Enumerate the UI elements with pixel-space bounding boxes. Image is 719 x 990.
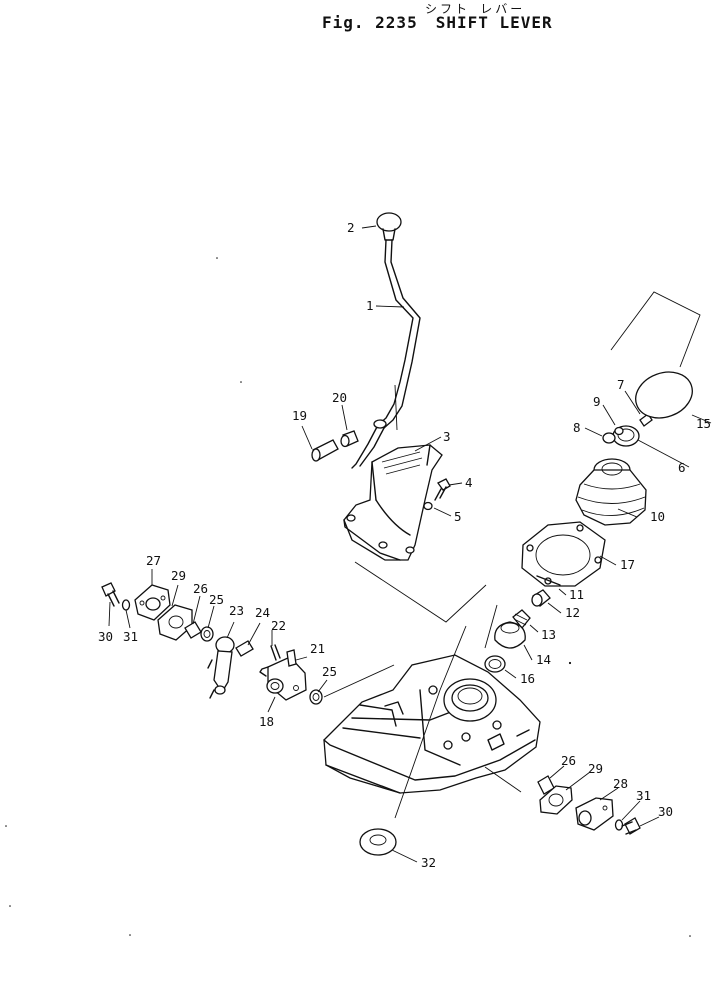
- part-transmission-case: [323, 654, 541, 794]
- callout-15: 15: [696, 416, 711, 431]
- part-screw-7: [639, 413, 653, 427]
- callout-23: 23: [229, 603, 244, 618]
- part-washer-25-left: [200, 626, 214, 642]
- callout-9: 9: [593, 394, 601, 409]
- callout-4: 4: [465, 475, 473, 490]
- callout-24: 24: [255, 605, 270, 620]
- callout-18: 18: [259, 714, 274, 729]
- part-bolt-24: [235, 640, 254, 657]
- callout-11: 11: [569, 587, 584, 602]
- callout-26-right: 26: [561, 753, 576, 768]
- callout-29-left: 29: [171, 568, 186, 583]
- callout-31-right: 31: [636, 788, 651, 803]
- part-screw-21: [286, 649, 297, 667]
- figure-number: Fig. 2235: [322, 13, 418, 32]
- callout-5: 5: [454, 509, 462, 524]
- part-spring-13: [512, 609, 531, 630]
- figure-subtitle-japanese: シフト レバー: [425, 2, 526, 16]
- part-knob: [376, 212, 402, 241]
- part-washer-31-right: [614, 819, 624, 831]
- assembly-lines: [323, 291, 701, 819]
- part-pin-11: [536, 575, 561, 586]
- callout-32: 32: [421, 855, 436, 870]
- callout-12: 12: [565, 605, 580, 620]
- part-lever-housing: [343, 444, 443, 561]
- callout-10: 10: [650, 509, 665, 524]
- callout-1: 1: [366, 298, 374, 313]
- part-shift-lever: [351, 239, 421, 469]
- part-plug-32: [359, 828, 397, 856]
- scan-specks: [5, 257, 691, 937]
- callout-7: 7: [617, 377, 625, 392]
- part-cup-14: [494, 621, 526, 649]
- part-bushing-20: [340, 430, 359, 448]
- callout-17: 17: [620, 557, 635, 572]
- part-boot-10: [575, 458, 647, 526]
- part-lever-arm-23: [207, 636, 235, 699]
- part-washer-25-right: [309, 689, 323, 705]
- part-washer-5: [423, 501, 433, 511]
- callout-3: 3: [443, 429, 451, 444]
- callout-30-left: 30: [98, 629, 113, 644]
- callout-25-right: 25: [322, 664, 337, 679]
- callout-labels: 1 2 3 4 5 6 7 8 9 10 11 12 13 14 15 16 1…: [98, 220, 711, 870]
- part-flange-17: [521, 521, 606, 587]
- callout-8: 8: [573, 420, 581, 435]
- part-ring-16: [484, 655, 506, 673]
- callout-21: 21: [310, 641, 325, 656]
- part-pin-22: [270, 644, 281, 661]
- callout-31-left: 31: [123, 629, 138, 644]
- part-cover-28: [575, 797, 614, 831]
- figure-title: Fig. 2235 SHIFT LEVER: [322, 13, 553, 32]
- part-bolt-30-right: [621, 817, 641, 835]
- part-gasket-29-right: [539, 785, 573, 815]
- callout-20: 20: [332, 390, 347, 405]
- part-shaft-block-18: [259, 656, 307, 701]
- callout-13: 13: [541, 627, 556, 642]
- part-cover-27: [134, 584, 171, 621]
- figure-title-text: SHIFT LEVER: [435, 13, 553, 32]
- callout-27: 27: [146, 553, 161, 568]
- callout-14: 14: [536, 652, 551, 667]
- part-pin-19: [311, 439, 339, 462]
- part-bolt-4: [434, 478, 451, 501]
- callout-2: 2: [347, 220, 355, 235]
- callout-28: 28: [613, 776, 628, 791]
- callout-25-left: 25: [209, 592, 224, 607]
- callout-30-right: 30: [658, 804, 673, 819]
- part-nut-8: [602, 432, 616, 444]
- callout-16: 16: [520, 671, 535, 686]
- part-bushing-12: [531, 589, 551, 607]
- callout-6: 6: [678, 460, 686, 475]
- part-washer-31-left: [121, 599, 131, 611]
- callout-29-right: 29: [588, 761, 603, 776]
- part-oring-15: [635, 371, 693, 419]
- part-washer-9: [614, 426, 624, 436]
- leader-lines: [108, 225, 712, 863]
- callout-22: 22: [271, 618, 286, 633]
- part-bolt-30-left: [101, 582, 120, 607]
- callout-19: 19: [292, 408, 307, 423]
- callout-26-left: 26: [193, 581, 208, 596]
